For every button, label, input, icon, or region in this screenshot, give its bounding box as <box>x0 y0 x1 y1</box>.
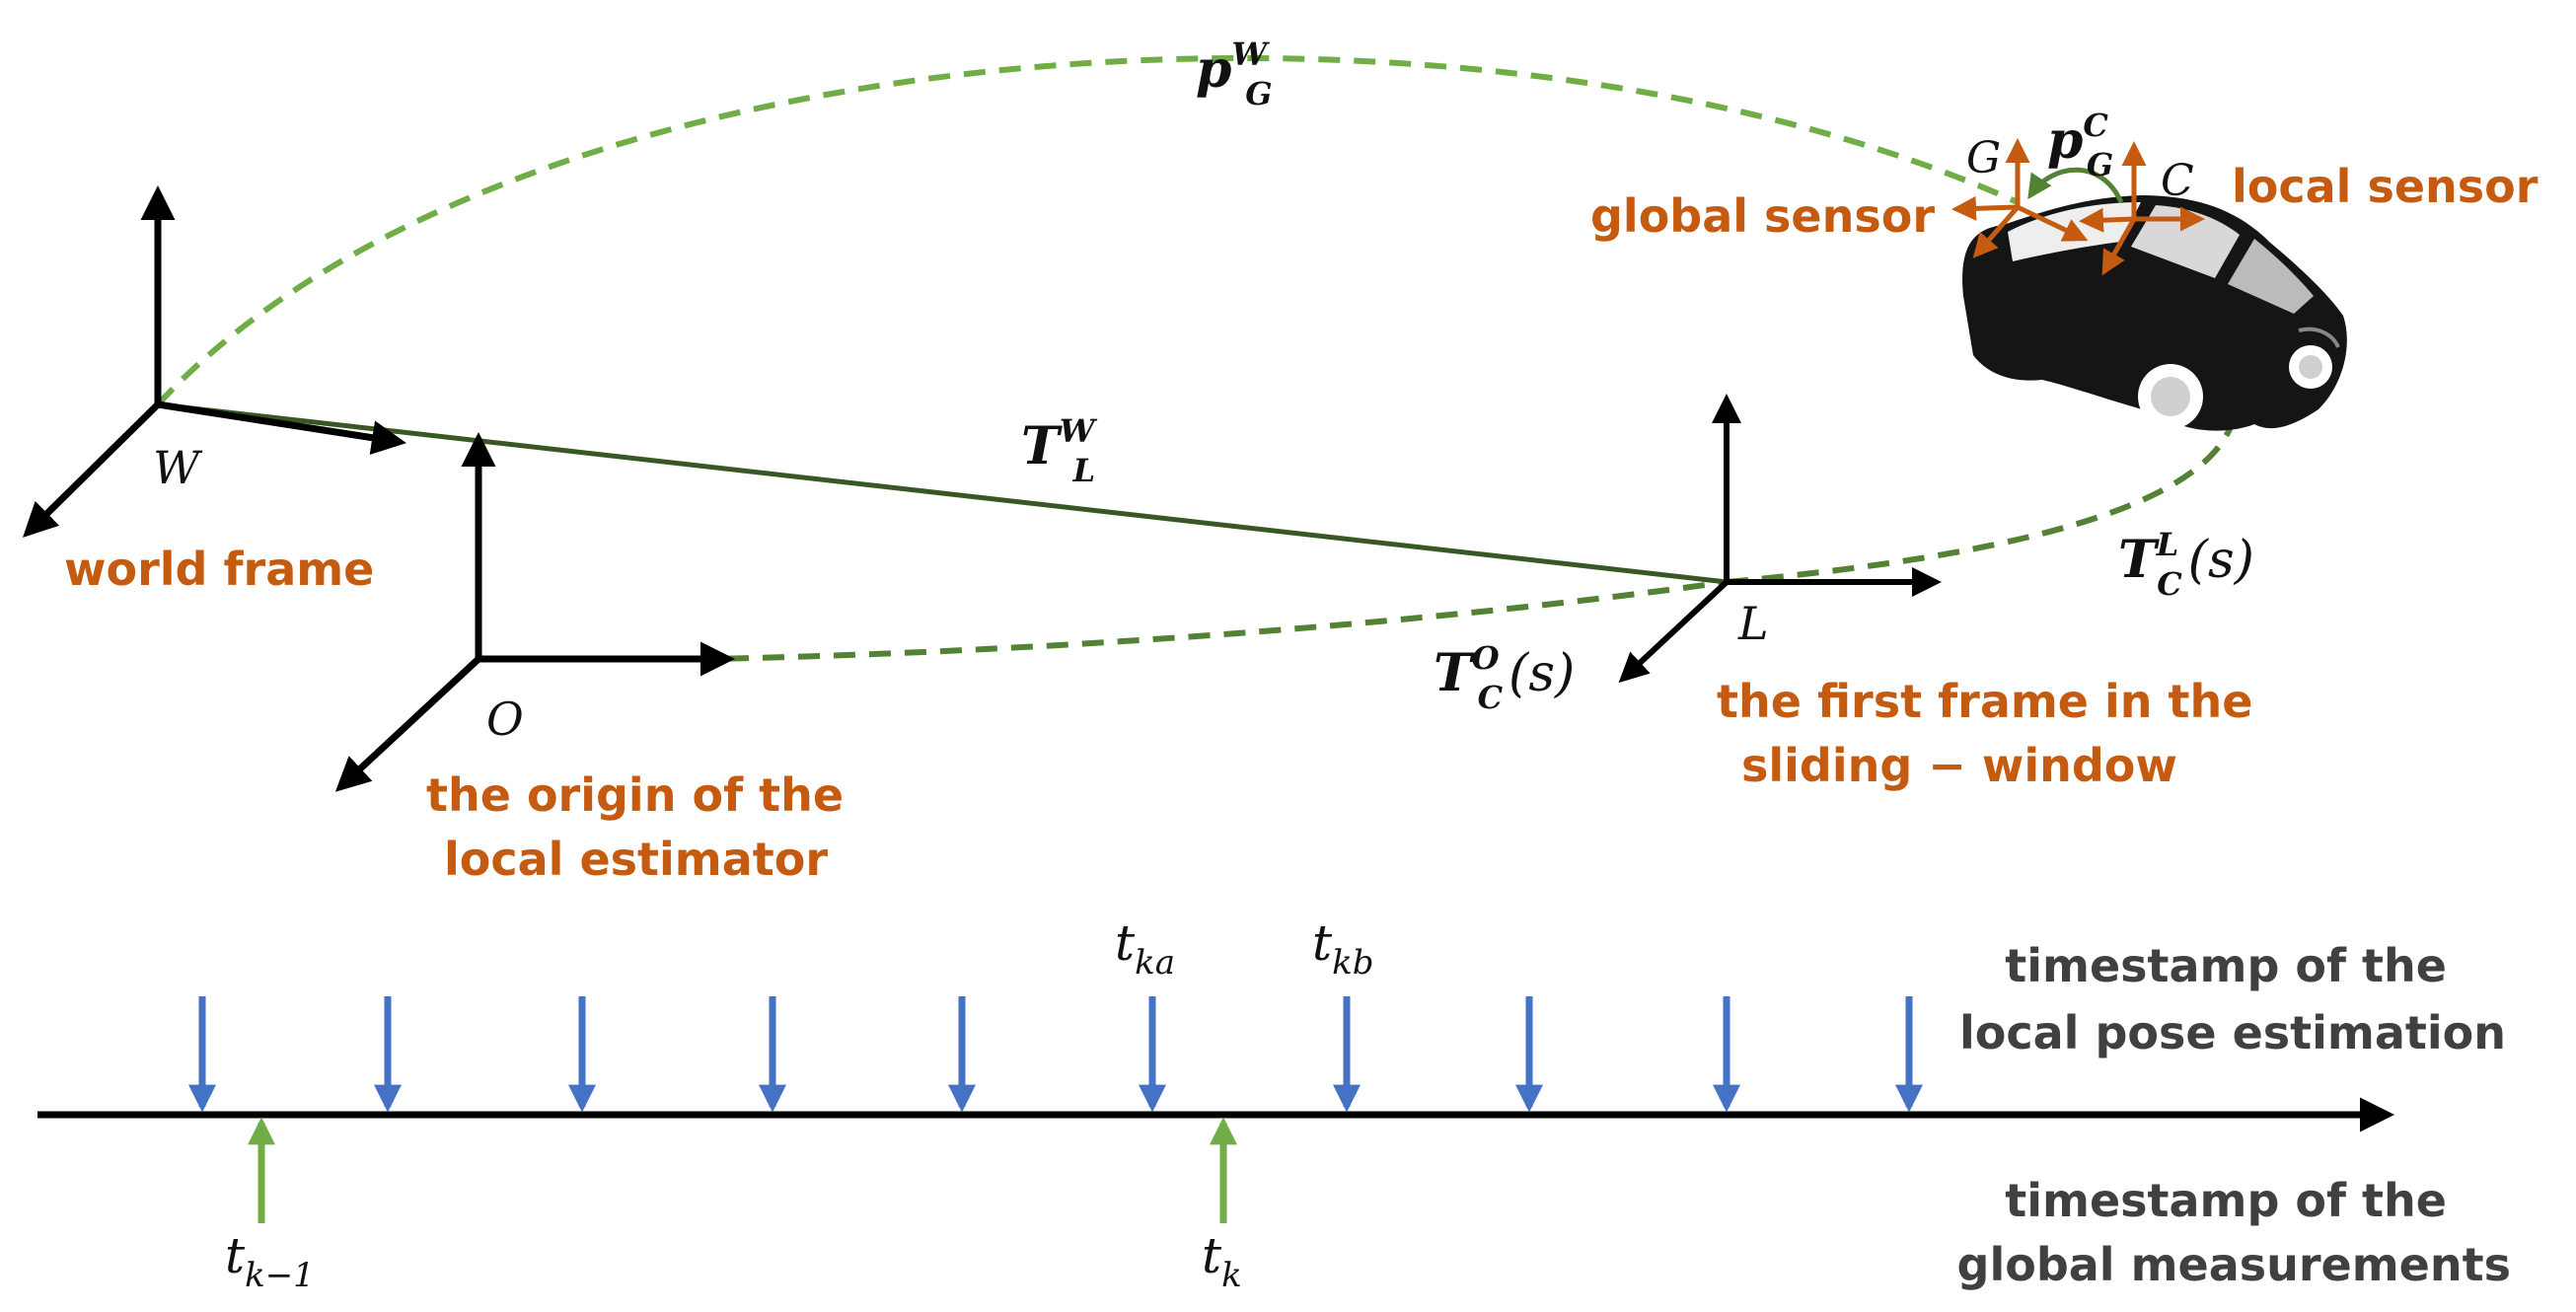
first-frame-axes <box>1618 394 1942 684</box>
tick-label-t-k: tk <box>1202 1227 1242 1295</box>
local-pose-timestamp-ticks <box>188 996 1923 1113</box>
label-global-timestamp-line1: timestamp of the <box>2005 1174 2447 1227</box>
label-local-timestamp-line1: timestamp of the <box>2005 939 2447 992</box>
trajectory-origin-to-first-frame <box>478 579 1728 662</box>
global-to-local-sensor-arrow <box>2027 167 2124 204</box>
world-frame-axes <box>23 185 406 538</box>
dashed-trajectories <box>155 54 2240 662</box>
symbol-l: L <box>1737 597 1769 650</box>
tick-label-t-ka: tka <box>1115 914 1175 983</box>
symbol-o: O <box>486 692 524 746</box>
label-origin-line2: local estimator <box>444 833 828 886</box>
symbol-w: W <box>153 441 203 494</box>
tick-label-t-k-1: tk−1 <box>225 1227 315 1295</box>
car-illustration <box>1962 195 2347 431</box>
label-local-timestamp-line2: local pose estimation <box>1959 1006 2506 1059</box>
symbol-c: C <box>2161 156 2194 206</box>
origin-frame-axes <box>334 432 735 792</box>
label-origin-line1: the origin of the <box>426 768 844 822</box>
label-local-sensor: local sensor <box>2232 160 2539 213</box>
world-to-first-frame-line <box>157 401 1728 585</box>
global-sensor-axes <box>1951 138 2089 258</box>
label-global-sensor: global sensor <box>1590 189 1935 243</box>
label-global-timestamp-line2: global measurements <box>1957 1238 2511 1291</box>
symbol-g: G <box>1966 133 2001 183</box>
local-sensor-axes <box>2079 141 2205 276</box>
label-first-frame-line1: the first frame in the <box>1717 675 2252 728</box>
tick-label-t-kb: tkb <box>1312 914 1373 983</box>
label-world-frame: world frame <box>64 543 374 596</box>
global-measurement-timestamp-ticks <box>248 1117 1237 1223</box>
trajectory-world-to-global-sensor <box>155 54 2020 407</box>
label-first-frame-line2: sliding − window <box>1741 739 2177 792</box>
